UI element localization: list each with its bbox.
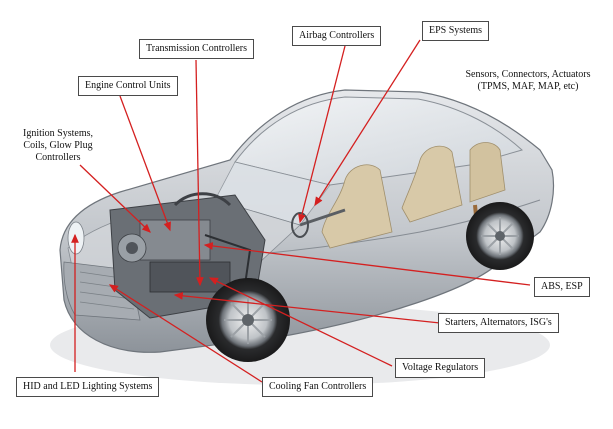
label-text: ABS, ESP — [541, 281, 583, 292]
label-starters-alternators: Starters, Alternators, ISG's — [438, 313, 559, 333]
label-text-line-3: Controllers — [35, 152, 81, 163]
car-seats — [321, 142, 506, 249]
label-text: EPS Systems — [429, 25, 483, 36]
arrow-airbag — [298, 45, 346, 224]
label-text-line-2: Coils, Glow Plug — [23, 140, 93, 151]
label-text: Voltage Regulators — [402, 362, 479, 373]
label-ignition-systems: Ignition Systems, Coils, Glow Plug Contr… — [16, 128, 100, 164]
arrow-eps — [314, 39, 421, 207]
arrow-voltage — [208, 277, 393, 367]
label-cooling-fan-controllers: Cooling Fan Controllers — [262, 377, 374, 397]
steering-wheel — [291, 212, 309, 238]
arrow-cooling — [108, 284, 263, 383]
label-text: Starters, Alternators, ISG's — [445, 317, 552, 328]
rear-wheel — [466, 202, 534, 270]
leader-arrows — [71, 39, 531, 383]
label-transmission-controllers: Transmission Controllers — [139, 39, 255, 59]
label-eps-systems: EPS Systems — [422, 21, 490, 41]
label-engine-control-units: Engine Control Units — [78, 76, 178, 96]
label-text: Airbag Controllers — [299, 30, 375, 41]
label-text-line-1: Ignition Systems, — [22, 128, 93, 139]
headlight — [67, 221, 85, 255]
arrow-abs — [203, 242, 531, 286]
front-wheel — [206, 278, 290, 362]
label-text: Engine Control Units — [85, 80, 171, 91]
label-airbag-controllers: Airbag Controllers — [292, 26, 382, 46]
label-text: HID and LED Lighting Systems — [23, 381, 153, 392]
label-text-line-2: (TPMS, MAF, MAP, etc) — [477, 81, 579, 92]
label-text-line-1: Sensors, Connectors, Actuators — [465, 69, 591, 80]
arrow-engine — [119, 95, 171, 232]
label-text: Cooling Fan Controllers — [269, 381, 367, 392]
label-voltage-regulators: Voltage Regulators — [395, 358, 486, 378]
arrow-ignition — [79, 164, 151, 233]
label-sensors-connectors-actuators: Sensors, Connectors, Actuators (TPMS, MA… — [458, 69, 598, 93]
arrow-starters — [173, 291, 441, 324]
label-abs-esp: ABS, ESP — [534, 277, 590, 297]
label-text: Transmission Controllers — [146, 43, 248, 54]
label-hid-led-lighting: HID and LED Lighting Systems — [16, 377, 160, 397]
arrow-transmission — [195, 59, 204, 287]
